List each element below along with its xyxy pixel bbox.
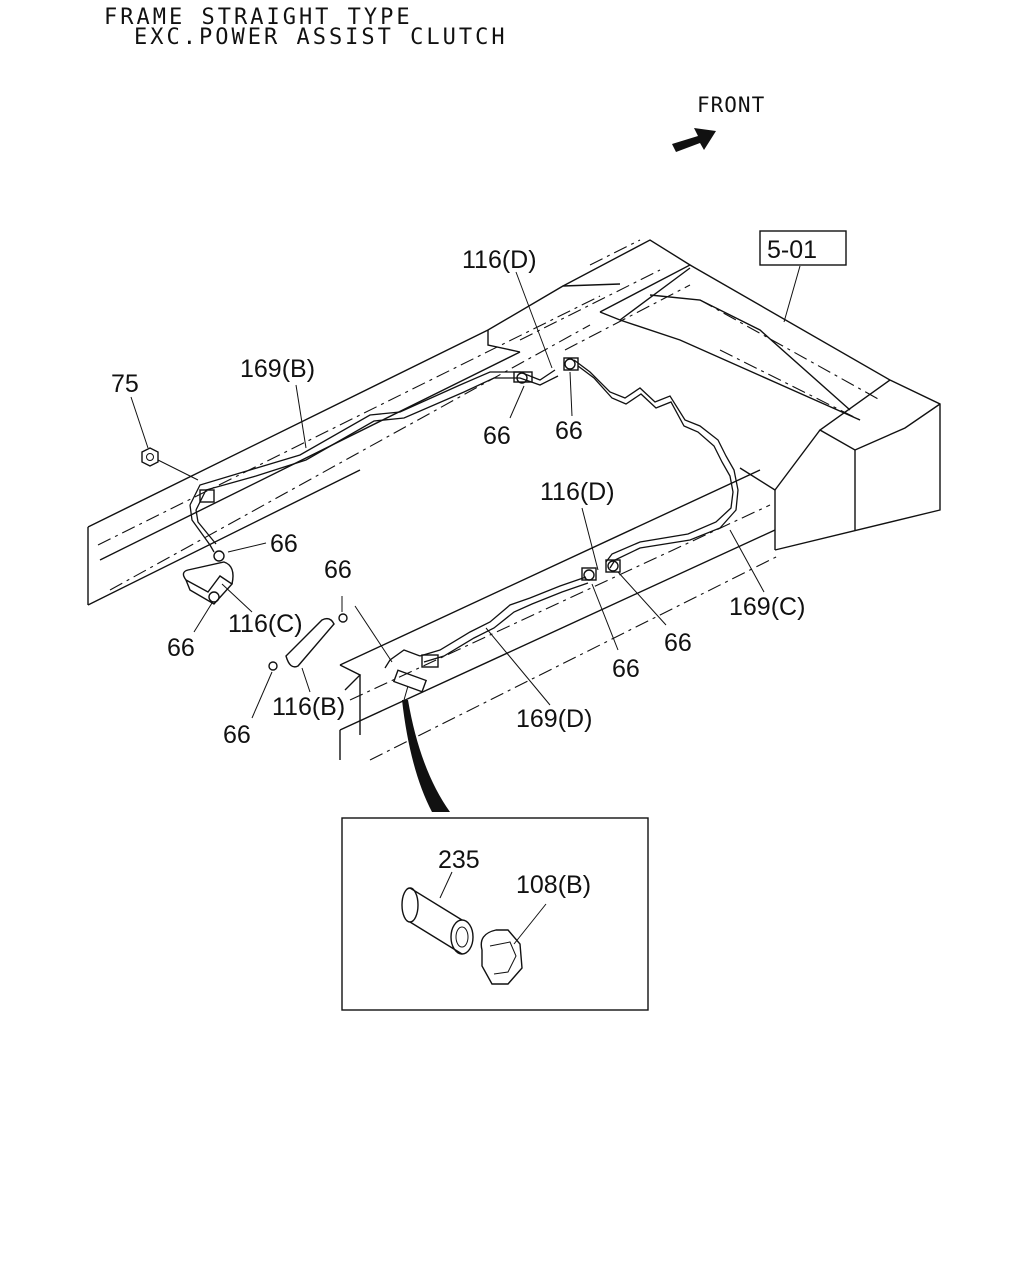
detail-inset-box: [341, 817, 649, 1011]
callout-66-f[interactable]: 66: [223, 721, 251, 749]
detail-pointer: [402, 685, 450, 812]
callout-66-g[interactable]: 66: [664, 629, 692, 657]
reference-box[interactable]: 5-01: [759, 230, 847, 323]
callout-116d-mid[interactable]: 116(D): [540, 478, 615, 506]
frame-left-rail: [87, 283, 621, 606]
sleeve-235[interactable]: [401, 871, 474, 955]
callout-66-e[interactable]: 66: [167, 634, 195, 662]
frame-right-rail: [689, 264, 941, 551]
clamp-icon[interactable]: [516, 372, 528, 384]
hose-116c[interactable]: [182, 561, 234, 605]
callout-66-c[interactable]: 66: [270, 530, 298, 558]
callout-169b[interactable]: 169(B): [240, 355, 315, 383]
hose-116d-top[interactable]: [513, 357, 579, 383]
diagram-title-line-1: FRAME STRAIGHT TYPE: [104, 5, 413, 30]
nut-75[interactable]: [141, 447, 215, 503]
callout-66-b[interactable]: 66: [555, 417, 583, 445]
callout-108b[interactable]: 108(B): [516, 871, 591, 899]
clamp-icon[interactable]: [607, 560, 619, 572]
callout-169c[interactable]: 169(C): [729, 593, 805, 621]
clamp-icon[interactable]: [564, 358, 576, 370]
connector-fitting[interactable]: [392, 654, 439, 693]
pipe-169c[interactable]: [573, 359, 739, 569]
callout-labels: 116(D) 169(B) 75 66 66 66 66 116(C) 66 1…: [111, 246, 805, 899]
pipe-169d[interactable]: [384, 576, 589, 669]
reference-box-label: 5-01: [767, 236, 817, 264]
callout-116b[interactable]: 116(B): [272, 693, 345, 721]
clamp-icon[interactable]: [268, 661, 278, 671]
callout-66-d[interactable]: 66: [324, 556, 352, 584]
callout-75[interactable]: 75: [111, 370, 139, 398]
callout-169d[interactable]: 169(D): [516, 705, 592, 733]
clip-108b[interactable]: [480, 903, 547, 985]
clamp-icon[interactable]: [213, 550, 225, 562]
frame-front-cross-member: [519, 239, 861, 421]
front-arrow-icon: [672, 128, 716, 152]
callout-66-h[interactable]: 66: [612, 655, 640, 683]
frame-lower-rail: [339, 469, 781, 761]
clamp-66-icons: [208, 358, 619, 671]
hose-116b[interactable]: [285, 617, 335, 668]
pipe-169b[interactable]: [189, 369, 559, 553]
clamp-icon[interactable]: [338, 613, 348, 623]
front-label: FRONT: [697, 93, 765, 117]
callout-66-a[interactable]: 66: [483, 422, 511, 450]
clamp-icon[interactable]: [583, 569, 595, 581]
front-direction-indicator: FRONT: [672, 93, 765, 152]
callout-116c[interactable]: 116(C): [228, 610, 303, 638]
leader-lines: [130, 271, 765, 719]
callout-235[interactable]: 235: [438, 846, 480, 874]
diagram-title-line-2: EXC.POWER ASSIST CLUTCH: [134, 25, 508, 50]
callout-116d-top[interactable]: 116(D): [462, 246, 537, 274]
clamp-icon[interactable]: [208, 591, 220, 603]
